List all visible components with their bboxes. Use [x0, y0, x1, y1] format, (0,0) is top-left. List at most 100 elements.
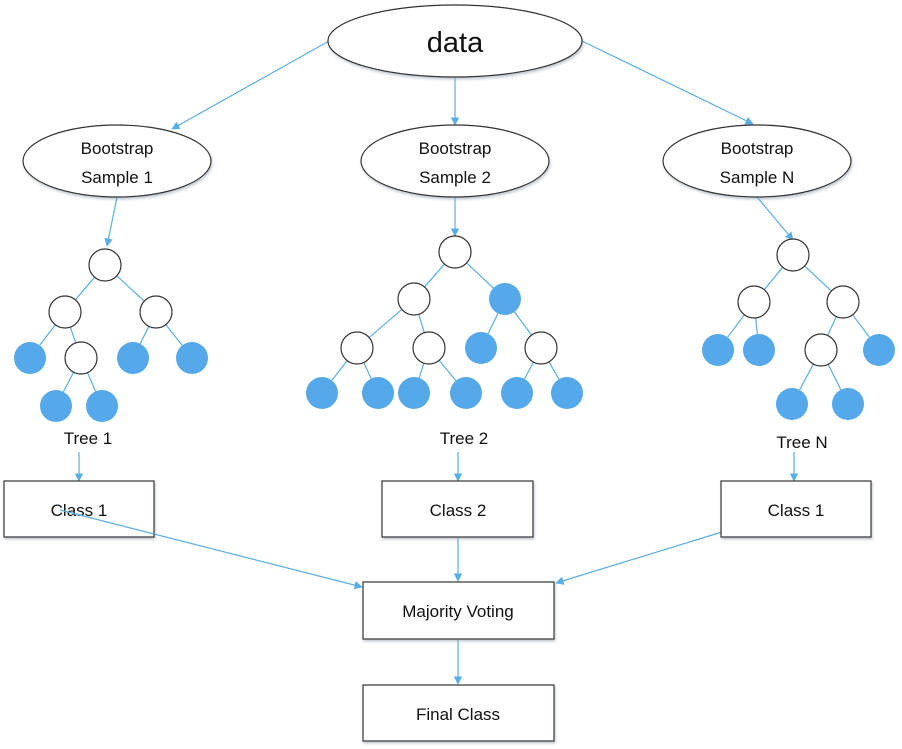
tree-2-split-node [412, 331, 446, 365]
bootstrap-sample-1: Bootstrap Sample 1 [22, 124, 212, 198]
tree-2-branch [513, 311, 533, 336]
tree-1-branch [86, 372, 97, 392]
tree-n-branch [763, 266, 784, 291]
tree-1-leaf-node [86, 390, 118, 422]
tree-n-branch [727, 314, 745, 338]
edge-class-1-overlay [59, 509, 155, 535]
edge-class-n-to-voting [555, 531, 723, 585]
tree-n-leaf-node [832, 388, 864, 420]
final-rect [362, 684, 555, 742]
tree-n-root-node [776, 238, 810, 272]
class-box-n: Class 1 [720, 480, 872, 538]
tree-n-leaf-node [702, 334, 734, 366]
tree-2-leaf-node [465, 332, 497, 364]
tree-2-leaf-node [398, 377, 430, 409]
tree-n-branch [799, 363, 814, 391]
tree-1-leaf-node [40, 390, 72, 422]
sample-2-ellipse [360, 124, 550, 198]
tree-2-split-node [524, 331, 558, 365]
root-node: data [327, 4, 583, 78]
edge-data-to-sample-n [581, 40, 754, 125]
tree-2-split-node [397, 282, 431, 316]
tree-1-branch [39, 324, 56, 346]
class-n-label: Class 1 [768, 501, 825, 520]
tree-n-branch [755, 317, 758, 335]
bootstrap-sample-2: Bootstrap Sample 2 [360, 124, 550, 198]
tree-n-split-node [737, 285, 771, 319]
tree-n-leaf-node [863, 334, 895, 366]
tree-n-split-node [804, 333, 838, 367]
majority-voting-box: Majority Voting [362, 581, 555, 640]
tree-1-split-node [139, 295, 173, 329]
final-label: Final Class [416, 705, 500, 724]
class-1-label: Class 1 [51, 501, 108, 520]
sample-1-line-1: Bootstrap [81, 139, 154, 158]
tree-n-leaf-node [743, 334, 775, 366]
tree-2-branch [487, 313, 499, 334]
sample-1-ellipse [22, 124, 212, 198]
tree-2-leaf-node [450, 377, 482, 409]
tree-1-split-node [64, 341, 98, 375]
tree-n-branch [804, 265, 832, 292]
tree-n-split-node [826, 285, 860, 319]
tree-1-label: Tree 1 [64, 429, 113, 448]
tree-2-branch [424, 263, 445, 288]
tree-2-leaf-node [489, 283, 521, 315]
tree-1-leaf-node [117, 342, 149, 374]
tree-2-branch [466, 262, 494, 289]
class-2-rect [381, 480, 534, 538]
tree-2-branch [331, 360, 348, 381]
sample-1-line-2: Sample 1 [81, 168, 153, 187]
tree-2-leaf-node [551, 377, 583, 409]
class-box-2: Class 2 [381, 480, 534, 538]
tree-1-branch [165, 324, 183, 346]
class-box-1: Class 1 [3, 480, 155, 538]
tree-1-root-node [88, 248, 122, 282]
edge-sample-1-to-tree-1 [104, 196, 118, 247]
bootstrap-sample-n: Bootstrap Sample N [662, 124, 852, 198]
sample-2-line-1: Bootstrap [419, 139, 492, 158]
class-2-label: Class 2 [430, 501, 487, 520]
tree-1-split-node [48, 295, 82, 329]
tree-n-label: Tree N [776, 433, 827, 452]
tree-2-label: Tree 2 [440, 429, 489, 448]
edge-sample-n-to-tree-n [756, 196, 794, 241]
tree-n-branch [827, 316, 837, 336]
tree-1-branch [62, 371, 75, 393]
tree-nodes [14, 235, 895, 422]
tree-1-branch [139, 326, 150, 344]
tree-1-branch [74, 276, 96, 301]
final-class-box: Final Class [362, 684, 555, 742]
tree-2-branch [524, 361, 534, 380]
tree-2-split-node [340, 331, 374, 365]
tree-2-leaf-node [501, 377, 533, 409]
tree-2-branch [548, 361, 560, 380]
tree-n-branch [852, 314, 870, 338]
tree-2-leaf-node [362, 377, 394, 409]
tree-2-branch [363, 362, 372, 379]
class-1-rect [3, 480, 155, 538]
tree-2-root-node [438, 235, 472, 269]
sample-n-ellipse [662, 124, 852, 198]
tree-1-branch [116, 275, 145, 302]
tree-2-branch [368, 308, 403, 339]
voting-rect [362, 581, 555, 640]
tree-n-leaf-node [776, 388, 808, 420]
tree-n-branch [827, 364, 842, 390]
root-ellipse [327, 4, 583, 78]
sample-n-line-2: Sample N [720, 168, 795, 187]
tree-2-branch [418, 362, 425, 379]
sample-n-line-1: Bootstrap [721, 139, 794, 158]
tree-1-leaf-node [176, 342, 208, 374]
root-label: data [427, 27, 484, 59]
tree-edges [39, 262, 870, 393]
tree-2-branch [418, 314, 425, 333]
tree-2-branch [438, 359, 457, 382]
sample-2-line-2: Sample 2 [419, 168, 491, 187]
tree-1-branch [69, 326, 77, 344]
tree-2-leaf-node [306, 377, 338, 409]
tree-1-leaf-node [14, 342, 46, 374]
voting-label: Majority Voting [402, 602, 514, 621]
edge-data-to-sample-1 [171, 40, 330, 130]
